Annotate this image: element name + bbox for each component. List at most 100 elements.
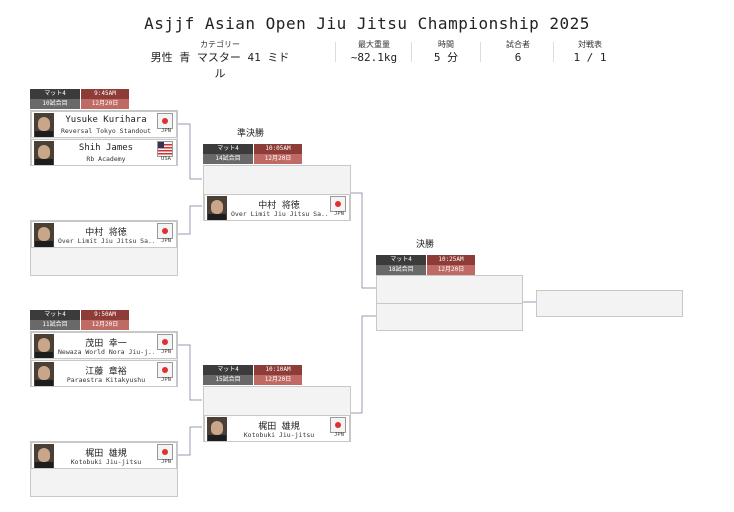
winner-slot xyxy=(536,290,683,317)
competitor-slot[interactable]: 中村 将徳 Over Limit Jiu Jitsu Sa.. JPN xyxy=(31,221,177,248)
time-cell: 10:10AM xyxy=(254,365,302,375)
competitor-slot-empty xyxy=(204,387,350,414)
duration-value: 5 分 xyxy=(433,51,459,64)
country-code: JPN xyxy=(161,459,171,465)
competitor-photo xyxy=(34,444,54,468)
date-cell: 12月20日 xyxy=(254,154,302,164)
match-box-bye-bottom: 梶田 雄規 Kotobuki Jiu-jitsu JPN xyxy=(30,441,178,497)
competitor-name: 中村 将徳 xyxy=(85,228,127,238)
page-title: Asjjf Asian Open Jiu Jitsu Championship … xyxy=(144,14,590,33)
competitor-name: 中村 将徳 xyxy=(258,201,300,211)
max-weight-label: 最大重量 xyxy=(358,40,390,49)
competitor-slot[interactable]: Yusuke Kurihara Reversal Tokyo Standout … xyxy=(31,111,177,138)
match-box-bye-top: 中村 将徳 Over Limit Jiu Jitsu Sa.. JPN xyxy=(30,220,178,276)
competitor-name: 茂田 幸一 xyxy=(85,339,127,349)
country-code: JPN xyxy=(161,349,171,355)
country-code: USA xyxy=(161,156,171,162)
country-code: JPN xyxy=(161,377,171,383)
duration-info: 時間 5 分 xyxy=(418,40,474,68)
divider xyxy=(553,42,554,62)
japan-flag-icon xyxy=(330,196,346,212)
slot-divider xyxy=(377,303,522,304)
date-cell: 12月20日 xyxy=(254,375,302,385)
competitor-name: 江藤 章裕 xyxy=(85,367,127,377)
time-cell: 10:25AM xyxy=(427,255,475,265)
country-code: JPN xyxy=(334,432,344,438)
mat-cell: マット4 xyxy=(30,310,80,320)
competitor-photo xyxy=(34,334,54,358)
match-box-10: Yusuke Kurihara Reversal Tokyo Standout … xyxy=(30,110,178,166)
category-label: カテゴリー xyxy=(200,40,240,49)
match-number-cell: 15試合目 xyxy=(203,375,253,385)
divider xyxy=(411,42,412,62)
competitors-label: 試合者 xyxy=(506,40,530,49)
competitor-slot[interactable]: 梶田 雄規 Kotobuki Jiu-jitsu JPN xyxy=(204,415,350,442)
japan-flag-icon xyxy=(157,334,173,350)
competitor-slot[interactable]: Shih James Rb Academy USA xyxy=(31,139,177,166)
category-value: 男性 青 マスター 41 ミドル xyxy=(150,51,290,80)
match-box-14: 中村 将徳 Over Limit Jiu Jitsu Sa.. JPN xyxy=(203,165,351,221)
max-weight-value: ~82.1kg xyxy=(350,51,398,64)
competitor-team: Kotobuki Jiu-jitsu xyxy=(243,431,315,439)
competitor-team: Over Limit Jiu Jitsu Sa.. xyxy=(58,237,154,245)
date-cell: 12月20日 xyxy=(81,99,129,109)
round-label-final: 決勝 xyxy=(416,240,435,250)
competitor-slot[interactable]: 江藤 章裕 Paraestra Kitakyushu JPN xyxy=(31,360,177,387)
bracket-page-label: 対戦表 xyxy=(578,40,602,49)
match-box-18 xyxy=(376,275,523,331)
duration-label: 時間 xyxy=(438,40,454,49)
competitor-name: Yusuke Kurihara xyxy=(65,115,147,125)
competitor-photo xyxy=(207,196,227,220)
competitor-name: Shih James xyxy=(78,143,134,153)
country-code: JPN xyxy=(334,211,344,217)
date-cell: 12月20日 xyxy=(427,265,475,275)
japan-flag-icon xyxy=(157,444,173,460)
category-info: カテゴリー 男性 青 マスター 41 ミドル xyxy=(150,40,290,80)
match-header-18: マット4 10:25AM 18試合目 12月20日 xyxy=(376,255,476,275)
competitor-team: Paraestra Kitakyushu xyxy=(66,376,146,384)
competitor-slot[interactable]: 中村 将徳 Over Limit Jiu Jitsu Sa.. JPN xyxy=(204,194,350,221)
round-label-semifinal: 準決勝 xyxy=(237,129,265,139)
mat-cell: マット4 xyxy=(376,255,426,265)
competitor-photo xyxy=(34,141,54,165)
match-box-11: 茂田 幸一 Newaza World Nora Jiu-j.. JPN 江藤 章… xyxy=(30,331,178,387)
competitors-info: 試合者 6 xyxy=(490,40,546,68)
time-cell: 9:45AM xyxy=(81,89,129,99)
competitor-slot-empty xyxy=(204,166,350,193)
time-cell: 9:50AM xyxy=(81,310,129,320)
mat-cell: マット4 xyxy=(203,144,253,154)
competitor-slot[interactable]: 茂田 幸一 Newaza World Nora Jiu-j.. JPN xyxy=(31,332,177,359)
country-code: JPN xyxy=(161,128,171,134)
competitor-team: Over Limit Jiu Jitsu Sa.. xyxy=(231,210,327,218)
match-header-11: マット4 9:50AM 11試合目 12月20日 xyxy=(30,310,130,330)
competitor-name: 梶田 雄規 xyxy=(258,422,300,432)
match-number-cell: 11試合目 xyxy=(30,320,80,330)
match-number-cell: 10試合目 xyxy=(30,99,80,109)
match-header-15: マット4 10:10AM 15試合目 12月20日 xyxy=(203,365,303,385)
competitor-photo xyxy=(34,223,54,247)
japan-flag-icon xyxy=(157,113,173,129)
japan-flag-icon xyxy=(330,417,346,433)
competitor-team: Kotobuki Jiu-jitsu xyxy=(70,458,142,466)
bracket-page-info: 対戦表 1 / 1 xyxy=(562,40,618,68)
max-weight-info: 最大重量 ~82.1kg xyxy=(340,40,408,68)
japan-flag-icon xyxy=(157,362,173,378)
competitor-name: 梶田 雄規 xyxy=(85,449,127,459)
competitor-team: Reversal Tokyo Standout xyxy=(60,127,151,135)
time-cell: 10:05AM xyxy=(254,144,302,154)
mat-cell: マット4 xyxy=(30,89,80,99)
match-header-14: マット4 10:05AM 14試合目 12月20日 xyxy=(203,144,303,164)
competitor-photo xyxy=(34,362,54,386)
competitor-team: Rb Academy xyxy=(86,155,126,163)
match-number-cell: 14試合目 xyxy=(203,154,253,164)
match-number-cell: 18試合目 xyxy=(376,265,426,275)
divider xyxy=(335,42,336,62)
date-cell: 12月20日 xyxy=(81,320,129,330)
match-header-10: マット4 9:45AM 10試合目 12月20日 xyxy=(30,89,130,109)
mat-cell: マット4 xyxy=(203,365,253,375)
competitor-team: Newaza World Nora Jiu-j.. xyxy=(58,348,154,356)
japan-flag-icon xyxy=(157,223,173,239)
competitor-slot[interactable]: 梶田 雄規 Kotobuki Jiu-jitsu JPN xyxy=(31,442,177,469)
match-box-15: 梶田 雄規 Kotobuki Jiu-jitsu JPN xyxy=(203,386,351,442)
